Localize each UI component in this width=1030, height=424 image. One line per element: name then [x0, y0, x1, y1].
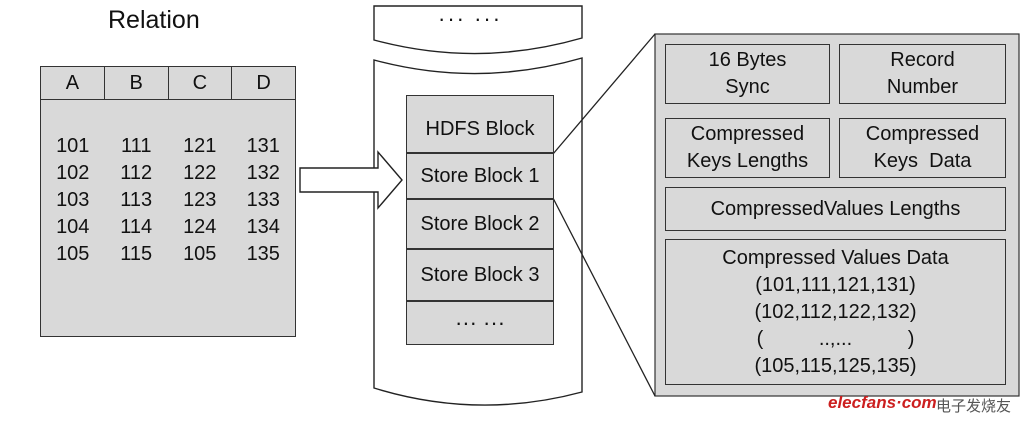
- store-block-3: Store Block 3: [406, 249, 554, 301]
- keys-lengths-line-1: Compressed: [690, 123, 805, 145]
- table-cell: 102: [56, 162, 90, 184]
- values-lengths-cell: CompressedValues Lengths: [665, 187, 1006, 231]
- table-cell: 122: [183, 162, 217, 184]
- values-lengths-label: CompressedValues Lengths: [710, 198, 961, 220]
- table-cell: 114: [120, 216, 153, 238]
- bottom-ellipsis: ··· ···: [454, 310, 506, 335]
- keys-lengths-cell: Compressed Keys Lengths: [665, 118, 830, 178]
- column-header-b: B: [105, 67, 169, 99]
- table-cell: 134: [246, 216, 280, 238]
- table-row: 101 111 121 131: [41, 133, 295, 160]
- sync-line-1: 16 Bytes: [708, 49, 787, 71]
- values-data-cell: Compressed Values Data (101,111,121,131)…: [665, 239, 1006, 385]
- keys-data-line-1: Compressed: [865, 123, 980, 145]
- column-header-c: C: [169, 67, 233, 99]
- values-data-row: (102,112,122,132): [754, 300, 917, 323]
- hdfs-top-strip: [373, 5, 583, 55]
- watermark-cn: 电子发烧友: [936, 398, 1012, 415]
- values-data-row: (101,111,121,131): [755, 273, 916, 296]
- table-cell: 111: [121, 135, 152, 157]
- table-row: 105 115 105 135: [41, 241, 295, 268]
- table-cell: 105: [56, 243, 90, 265]
- table-cell: 121: [183, 135, 217, 157]
- keys-data-line-2: Keys Data: [873, 150, 972, 172]
- table-cell: 115: [120, 243, 153, 265]
- store-block-2: Store Block 2: [406, 199, 554, 249]
- watermark-logo: elecfans·com: [828, 393, 937, 412]
- zoom-line-bottom: [552, 197, 656, 397]
- column-header-d: D: [256, 72, 271, 94]
- record-number-line-2: Number: [886, 76, 959, 98]
- values-data-row: (105,115,125,135): [754, 354, 917, 377]
- hdfs-block: HDFS Block: [406, 95, 554, 153]
- keys-lengths-line-2: Keys Lengths: [686, 150, 809, 172]
- table-cell: 103: [56, 189, 90, 211]
- relation-table: A B C D 101 111 121 131 102 112 122 132 …: [40, 66, 296, 337]
- table-row: 102 112 122 132: [41, 160, 295, 187]
- table-cell: 112: [120, 162, 153, 184]
- table-cell: 133: [246, 189, 280, 211]
- column-header-a: A: [41, 67, 105, 99]
- store-block-1-label: Store Block 1: [420, 164, 540, 187]
- store-block-1: Store Block 1: [406, 153, 554, 199]
- table-cell: 124: [183, 216, 217, 238]
- table-cell: 135: [246, 243, 280, 265]
- values-data-title: Compressed Values Data: [722, 246, 949, 269]
- values-data-ellipsis-row: ( ..,... ): [756, 327, 915, 350]
- table-row: 104 114 124 134: [41, 214, 295, 241]
- store-block-3-label: Store Block 3: [420, 263, 540, 286]
- store-block-2-label: Store Block 2: [420, 212, 540, 235]
- keys-data-cell: Compressed Keys Data: [839, 118, 1006, 178]
- zoom-line-top: [552, 33, 656, 155]
- top-ellipsis: ··· ···: [438, 6, 503, 31]
- table-row: 103 113 123 133: [41, 187, 295, 214]
- stack-bottom-ellipsis: ··· ···: [406, 301, 554, 345]
- relation-title: Relation: [108, 6, 200, 34]
- sync-cell: 16 Bytes Sync: [665, 44, 830, 104]
- table-cell: 123: [183, 189, 217, 211]
- table-cell: 131: [246, 135, 280, 157]
- table-cell: 101: [56, 135, 90, 157]
- record-number-line-1: Record: [890, 49, 955, 71]
- table-cell: 104: [56, 216, 90, 238]
- record-number-cell: Record Number: [839, 44, 1006, 104]
- flow-arrow: [299, 150, 403, 210]
- relation-header: A B C D: [41, 67, 295, 100]
- table-cell: 132: [246, 162, 280, 184]
- sync-line-2: Sync: [725, 76, 770, 98]
- relation-body: 101 111 121 131 102 112 122 132 103 113 …: [41, 133, 295, 268]
- hdfs-block-label: HDFS Block: [425, 117, 535, 140]
- table-cell: 105: [183, 243, 217, 265]
- table-cell: 113: [120, 189, 153, 211]
